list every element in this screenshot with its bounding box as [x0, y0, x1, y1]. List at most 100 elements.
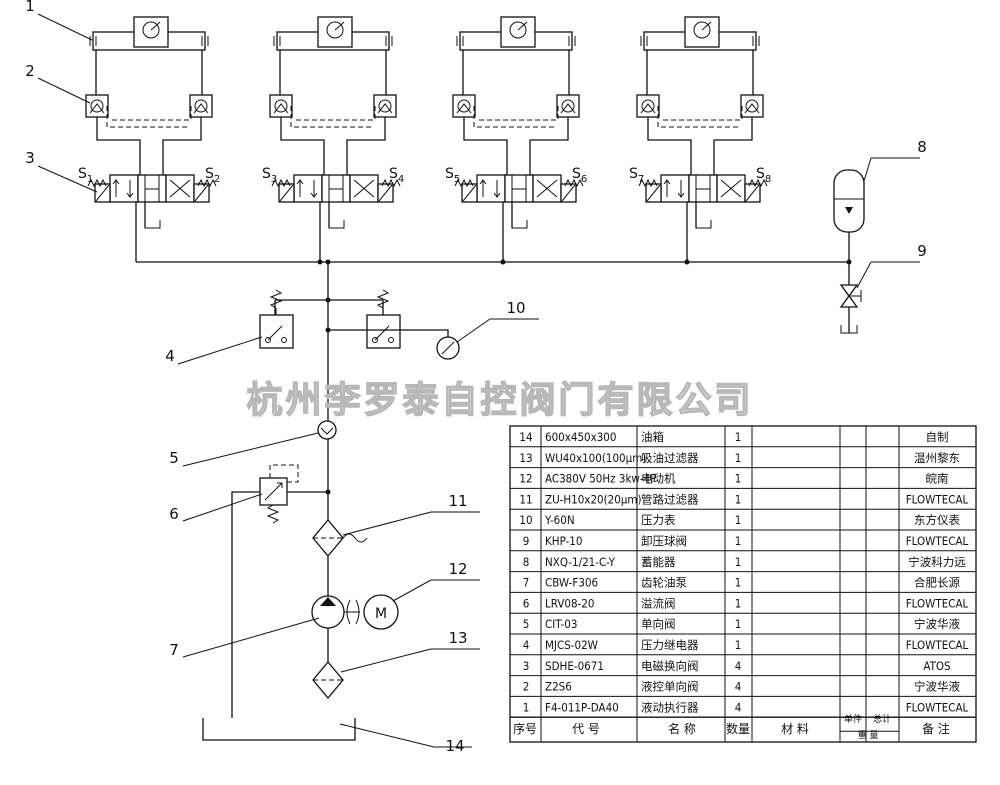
- row-seq: 14: [519, 430, 532, 444]
- solenoid-label-s6: S6: [572, 166, 587, 185]
- row-code: CIT-03: [545, 617, 577, 631]
- row-name: 液动执行器: [641, 700, 699, 714]
- row-seq: 1: [523, 700, 530, 714]
- watermark: 杭州李罗泰自控阀门有限公司: [246, 379, 753, 421]
- table-row: 6 LRV08-20 溢流阀 1 FLOWTECAL: [523, 596, 969, 610]
- gear-pump: [311, 595, 360, 629]
- solenoid-label-s2: S2: [205, 166, 220, 185]
- solenoid-label-s5: S5: [445, 166, 460, 185]
- solenoid-label-s1: S1: [78, 166, 93, 185]
- row-code: F4-011P-DA40: [545, 700, 619, 714]
- row-name: 油箱: [641, 430, 664, 444]
- row-remark: 东方仪表: [914, 513, 960, 527]
- row-remark: 合肥长源: [914, 576, 960, 590]
- relief-ball-valve: [839, 262, 862, 334]
- row-remark: FLOWTECAL: [906, 700, 969, 714]
- row-name: 单向阀: [641, 617, 676, 631]
- row-seq: 10: [519, 513, 532, 527]
- row-qty: 1: [735, 430, 742, 444]
- accumulator: [833, 169, 865, 262]
- table-row: 14 600x450x300 油箱 1 自制: [519, 430, 948, 444]
- row-code: ZU-H10x20(20μm): [545, 492, 642, 506]
- callout-2: 2: [25, 62, 35, 80]
- pressure-switch-left: [259, 289, 328, 349]
- row-remark: FLOWTECAL: [906, 596, 969, 610]
- row-name: 卸压球阀: [641, 534, 687, 548]
- header-weight: 重 量: [858, 729, 879, 741]
- electric-motor: M: [363, 594, 399, 630]
- row-name: 液控单向阀: [641, 680, 699, 694]
- actuator-branch-4: [636, 16, 768, 229]
- row-remark: ATOS: [923, 659, 950, 673]
- row-code: CBW-F306: [545, 576, 598, 590]
- callout-8: 8: [917, 138, 927, 156]
- solenoid-label-s8: S8: [756, 166, 771, 185]
- row-qty: 4: [735, 700, 742, 714]
- row-code: MJCS-02W: [545, 638, 598, 652]
- callout-4: 4: [165, 347, 175, 365]
- callout-11: 11: [448, 492, 467, 510]
- row-seq: 7: [523, 576, 530, 590]
- row-name: 齿轮油泵: [641, 576, 687, 590]
- table-row: 9 KHP-10 卸压球阀 1 FLOWTECAL: [523, 534, 969, 548]
- table-row: 1 F4-011P-DA40 液动执行器 4 FLOWTECAL: [523, 700, 969, 714]
- row-qty: 4: [735, 680, 742, 694]
- row-name: 压力继电器: [641, 638, 699, 652]
- row-code: AC380V 50Hz 3kw-4P: [545, 472, 656, 486]
- table-row: 3 SDHE-0671 电磁换向阀 4 ATOS: [523, 659, 951, 673]
- callout-9: 9: [917, 242, 927, 260]
- row-remark: 宁波华液: [914, 680, 960, 694]
- solenoid-label-s4: S4: [389, 166, 404, 185]
- row-code: Z2S6: [545, 680, 572, 694]
- row-qty: 1: [735, 451, 742, 465]
- row-code: SDHE-0671: [545, 659, 604, 673]
- header-material: 材 料: [781, 722, 809, 736]
- callout-5: 5: [169, 449, 179, 467]
- row-qty: 1: [735, 513, 742, 527]
- row-code: LRV08-20: [545, 596, 594, 610]
- row-name: 压力表: [641, 513, 676, 527]
- pressure-gauge: [325, 327, 460, 360]
- row-seq: 11: [519, 492, 532, 506]
- row-qty: 1: [735, 638, 742, 652]
- callout-1: 1: [25, 0, 35, 15]
- row-seq: 6: [523, 596, 530, 610]
- row-qty: 1: [735, 596, 742, 610]
- row-seq: 2: [523, 680, 530, 694]
- callout-13: 13: [448, 629, 467, 647]
- row-name: 电磁换向阀: [641, 659, 699, 673]
- row-qty: 1: [735, 555, 742, 569]
- bom-header: 序号 代 号 名 称 数量 材 料 单件 总计 重 量 备 注: [513, 713, 950, 741]
- actuator-branch-2: [269, 16, 401, 229]
- row-remark: FLOWTECAL: [906, 492, 969, 506]
- row-remark: 宁波华液: [914, 617, 960, 631]
- row-remark: FLOWTECAL: [906, 638, 969, 652]
- callout-6: 6: [169, 505, 179, 523]
- header-seq: 序号: [513, 721, 537, 736]
- row-name: 溢流阀: [641, 596, 676, 610]
- row-name: 吸油过滤器: [641, 451, 699, 465]
- row-seq: 9: [523, 534, 530, 548]
- row-qty: 1: [735, 576, 742, 590]
- row-qty: 1: [735, 534, 742, 548]
- header-total-weight: 总计: [873, 713, 891, 725]
- row-qty: 1: [735, 617, 742, 631]
- pipeline-filter: [312, 518, 368, 558]
- row-remark: FLOWTECAL: [906, 534, 969, 548]
- row-seq: 3: [523, 659, 530, 673]
- row-remark: 自制: [926, 430, 949, 444]
- callout-12: 12: [448, 560, 467, 578]
- actuator-branch-1: [85, 16, 217, 229]
- row-code: 600x450x300: [545, 430, 616, 444]
- suction-filter: [312, 660, 344, 700]
- row-name: 蓄能器: [641, 555, 676, 569]
- row-code: KHP-10: [545, 534, 582, 548]
- row-qty: 4: [735, 659, 742, 673]
- callout-numbers: 1 2 3 4 5 6 7 8 9 10 11 12 13 14: [25, 0, 927, 755]
